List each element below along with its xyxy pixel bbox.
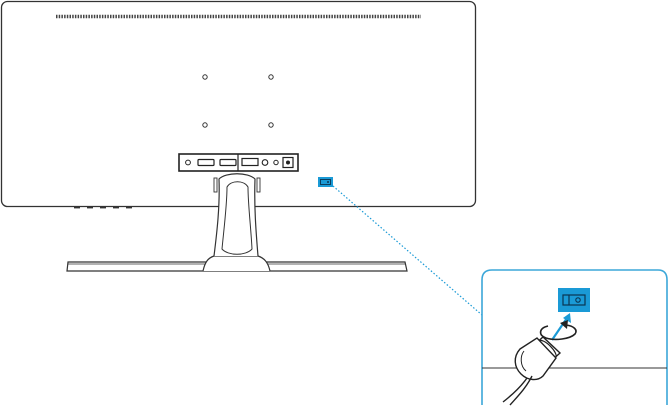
- port-panel: [179, 154, 298, 171]
- control-button: [113, 206, 119, 208]
- lock-slot-marker: [318, 177, 333, 187]
- control-button: [74, 206, 80, 208]
- control-button: [126, 206, 132, 208]
- control-button: [87, 206, 93, 208]
- zoom-callout: [482, 270, 667, 405]
- control-button: [100, 206, 106, 208]
